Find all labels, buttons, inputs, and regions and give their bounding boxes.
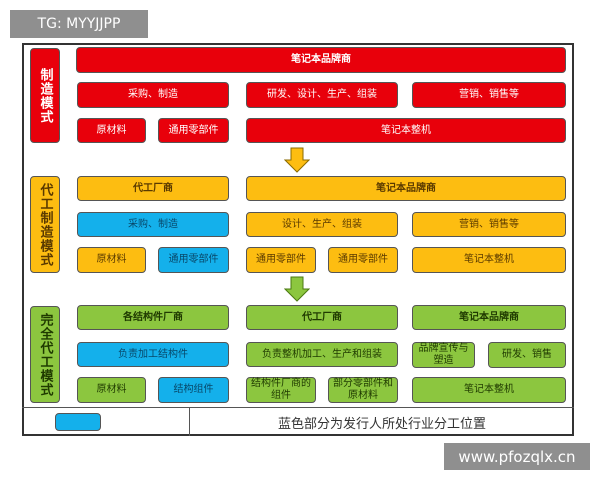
legend-divider [22, 407, 574, 408]
s3-partsraw: 部分零部件和原材料 [328, 377, 398, 403]
s3-machine: 笔记本整机 [412, 377, 566, 403]
s2-design: 设计、生产、组装 [246, 212, 398, 237]
s1-machine: 笔记本整机 [246, 118, 566, 143]
s2-parts2: 通用零部件 [246, 247, 316, 273]
section-label-full-oem: 完全代工模式 [30, 306, 60, 403]
s2-raw: 原材料 [77, 247, 146, 273]
s3-rdsales: 研发、销售 [488, 342, 566, 368]
s3-assemble: 负责整机加工、生产和组装 [246, 342, 398, 367]
legend-text: 蓝色部分为发行人所处行业分工位置 [277, 417, 486, 432]
s2-parts3: 通用零部件 [328, 247, 398, 273]
s1-parts: 通用零部件 [158, 118, 229, 143]
s1-sales: 营销、销售等 [412, 82, 566, 108]
s2-sales: 营销、销售等 [412, 212, 566, 237]
legend-divider-vertical [189, 407, 190, 436]
s3-comp: 结构组件 [158, 377, 229, 403]
watermark-bottom: www.pfozqlx.cn [444, 443, 590, 470]
s3-structparts: 结构件厂商的组件 [246, 377, 316, 403]
s3-branding: 品牌宣传与塑造 [412, 342, 475, 368]
arrow-down-icon [284, 147, 310, 173]
legend-blue-swatch [55, 413, 101, 431]
s3-process: 负责加工结构件 [77, 342, 229, 367]
s2-procure: 采购、制造 [77, 212, 229, 237]
s2-parts1: 通用零部件 [158, 247, 229, 273]
s1-raw: 原材料 [77, 118, 146, 143]
s2-oem: 代工厂商 [77, 176, 229, 201]
s2-brand: 笔记本品牌商 [246, 176, 566, 201]
section-label-manufacturing: 制造模式 [30, 48, 60, 143]
arrow-down-icon [284, 276, 310, 302]
watermark-top: TG: MYYJJPP [10, 10, 148, 38]
s3-raw: 原材料 [77, 377, 146, 403]
s1-rd: 研发、设计、生产、组装 [246, 82, 398, 108]
section-label-oem: 代工制造模式 [30, 176, 60, 273]
diagram-frame [22, 43, 574, 436]
s3-oem: 代工厂商 [246, 305, 398, 330]
s3-struct: 各结构件厂商 [77, 305, 229, 330]
s1-procure: 采购、制造 [77, 82, 229, 108]
s3-brand: 笔记本品牌商 [412, 305, 566, 330]
s2-machine: 笔记本整机 [412, 247, 566, 273]
s1-brand: 笔记本品牌商 [76, 47, 566, 73]
